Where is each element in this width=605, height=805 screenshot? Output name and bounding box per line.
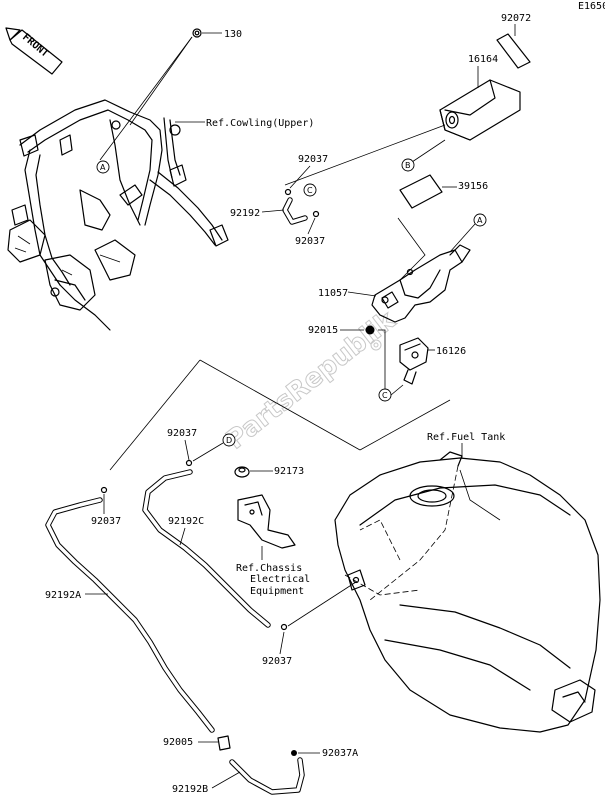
callout-b: B — [401, 158, 415, 172]
part-label-92192C: 92192C — [168, 516, 204, 527]
part-label-16164: 16164 — [468, 54, 498, 65]
part-label-92037-e: 92037 — [91, 516, 121, 527]
callout-d: D — [222, 433, 236, 447]
part-label-39156: 39156 — [458, 181, 488, 192]
strap-39156 — [399, 174, 443, 209]
ref-chassis-line1: Ref.Chassis — [236, 563, 302, 574]
part-label-92037-b: 92037 — [295, 236, 325, 247]
clamp-92037-upper — [284, 188, 292, 196]
hose-92192B — [229, 757, 305, 795]
svg-text:C: C — [307, 186, 313, 195]
ref-chassis-line2: Electrical — [250, 574, 310, 585]
diagram-code: E1650 — [578, 1, 605, 12]
svg-text:B: B — [405, 161, 411, 170]
part-label-16126: 16126 — [436, 346, 466, 357]
part-label-130: 130 — [224, 29, 242, 40]
part-label-11057: 11057 — [318, 288, 348, 299]
part-label-92037-c: 92037 — [167, 428, 197, 439]
part-label-92173: 92173 — [274, 466, 304, 477]
canister-16164 — [439, 79, 521, 141]
hose-92192 — [282, 197, 308, 225]
callout-a2: A — [473, 213, 487, 227]
clamp-92037-e — [100, 486, 108, 494]
clamp-92037A — [291, 750, 297, 756]
part-label-92072: 92072 — [501, 13, 531, 24]
nut-92015 — [365, 325, 375, 335]
bracket-11057 — [371, 244, 471, 323]
fuel-tank — [334, 451, 601, 733]
part-label-92192A: 92192A — [45, 590, 81, 601]
svg-text:D: D — [226, 436, 232, 445]
clamp-92037-d — [185, 459, 193, 467]
chassis-bracket — [237, 494, 296, 549]
ref-fuel-tank: Ref.Fuel Tank — [427, 432, 505, 443]
front-label: FRONT — [20, 32, 50, 60]
cowling-bracket-frame — [7, 99, 229, 331]
callout-c2: C — [378, 388, 392, 402]
watermark-gear-icon — [370, 339, 382, 351]
part-label-92192: 92192 — [230, 208, 260, 219]
part-label-92005: 92005 — [163, 737, 193, 748]
callout-c1: C — [303, 183, 317, 197]
grommet-130 — [192, 28, 202, 38]
part-label-92037-d: 92037 — [262, 656, 292, 667]
pad-92072 — [496, 33, 531, 69]
svg-text:A: A — [477, 216, 483, 225]
clamp-92037-tank — [280, 623, 288, 631]
ref-cowling-upper: Ref.Cowling(Upper) — [206, 118, 314, 129]
svg-text:C: C — [382, 391, 388, 400]
front-arrow-icon: FRONT — [5, 27, 63, 75]
hose-92192C — [142, 469, 271, 628]
part-label-92037A: 92037A — [322, 748, 358, 759]
part-label-92015: 92015 — [308, 325, 338, 336]
hose-92192A — [45, 497, 215, 733]
grommet-92173 — [234, 466, 250, 478]
ref-chassis-line3: Equipment — [250, 586, 304, 597]
part-label-92192B: 92192B — [172, 784, 208, 795]
callout-a1: A — [96, 160, 110, 174]
svg-text:A: A — [100, 163, 106, 172]
fitting-92005 — [217, 735, 231, 751]
part-label-92037-a: 92037 — [298, 154, 328, 165]
clamp-92037-lower — [312, 210, 320, 218]
valve-16126 — [399, 337, 429, 385]
